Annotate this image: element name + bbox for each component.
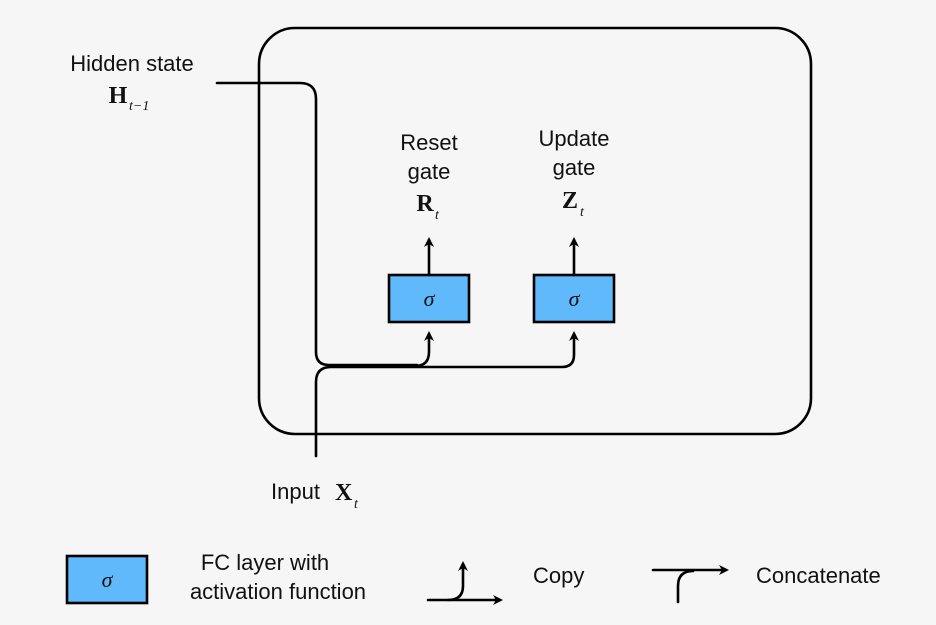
update-gate-symbol: Z (562, 188, 578, 214)
legend-concatenate-icon-branch (676, 569, 695, 604)
reset-gate-title: Reset (400, 130, 457, 155)
gru-cell-boundary (257, 26, 813, 436)
update-gate-subscript: t (580, 205, 585, 220)
hidden-state-subscript: t−1 (129, 99, 149, 114)
hidden-state-label: Hidden state (70, 51, 194, 76)
reset-gate-symbol: R (416, 191, 434, 217)
reset-gate-input-wire (413, 331, 434, 368)
reset-gate-fc-label: σ (424, 286, 436, 311)
legend-fc-label-line2: activation function (190, 579, 366, 604)
legend-copy-icon-branch (446, 561, 468, 602)
hidden-state-wire (215, 81, 419, 367)
input-label: Input (271, 479, 320, 504)
update-gate-fc-label: σ (569, 286, 581, 311)
reset-gate-subscript: t (435, 208, 440, 223)
input-wire (314, 331, 579, 458)
update-gate-title: Update (539, 126, 610, 151)
input-symbol: X (335, 480, 353, 506)
legend-fc-sigma: σ (102, 567, 114, 592)
hidden-state-symbol: H (109, 83, 128, 109)
update-gate-fc-block (532, 273, 616, 324)
legend-fc-label-line1: FC layer with (201, 550, 329, 575)
reset-gate-subtitle: gate (408, 159, 451, 184)
legend-copy-label: Copy (533, 563, 584, 588)
reset-gate-fc-block (387, 273, 471, 324)
legend-fc-block (65, 554, 149, 605)
input-subscript: t (354, 497, 359, 512)
legend-concatenate-label: Concatenate (756, 563, 881, 588)
update-gate-subtitle: gate (553, 155, 596, 180)
